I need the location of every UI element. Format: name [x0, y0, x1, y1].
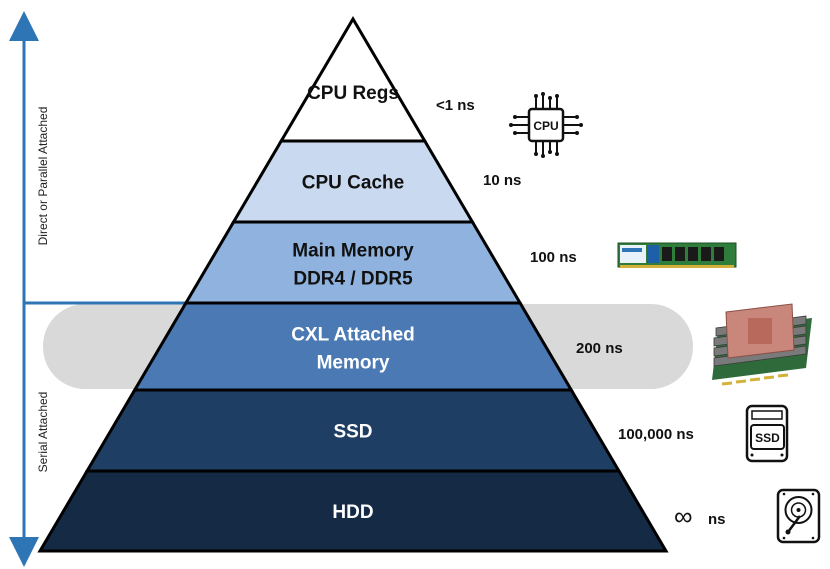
tier-2 — [183, 220, 523, 305]
tier-label-2-line2: DDR4 / DDR5 — [293, 269, 413, 290]
dram-module-icon — [617, 242, 737, 268]
latency-label-2: 100 ns — [530, 249, 577, 266]
tier-label-4-line1: SSD — [333, 422, 372, 443]
svg-text:CPU: CPU — [533, 119, 558, 133]
direct-attached-label: Direct or Parallel Attached — [36, 107, 50, 246]
tier-label-1-line1: CPU Cache — [302, 173, 404, 194]
serial-attached-label: Serial Attached — [36, 392, 50, 473]
latency-labels: <1 ns 10 ns 100 ns 200 ns 100,000 ns ∞ ns — [436, 97, 726, 531]
latency-label-3: 200 ns — [576, 340, 623, 357]
ssd-icon: SSD — [745, 404, 789, 463]
hdd-icon — [776, 488, 821, 544]
tier-label-3-line1: CXL Attached — [291, 325, 415, 346]
tier-3 — [132, 301, 574, 392]
latency-label-0: <1 ns — [436, 97, 475, 114]
tier-label-3-line2: Memory — [317, 353, 390, 374]
tier-label-0-line1: CPU Regs — [307, 83, 399, 104]
latency-label-4: 100,000 ns — [618, 426, 694, 443]
tier-0 — [278, 16, 428, 143]
tier-label-5-line1: HDD — [332, 502, 373, 523]
tier-label-2-line1: Main Memory — [292, 241, 414, 262]
tier-5 — [37, 469, 669, 553]
latency-label-5: ns — [708, 511, 726, 528]
cpu-chip-icon: CPU — [509, 92, 583, 158]
svg-text:SSD: SSD — [755, 431, 780, 445]
cxl-memory-card-icon — [712, 303, 812, 386]
infinity-symbol: ∞ — [674, 501, 693, 531]
latency-label-1: 10 ns — [483, 172, 521, 189]
